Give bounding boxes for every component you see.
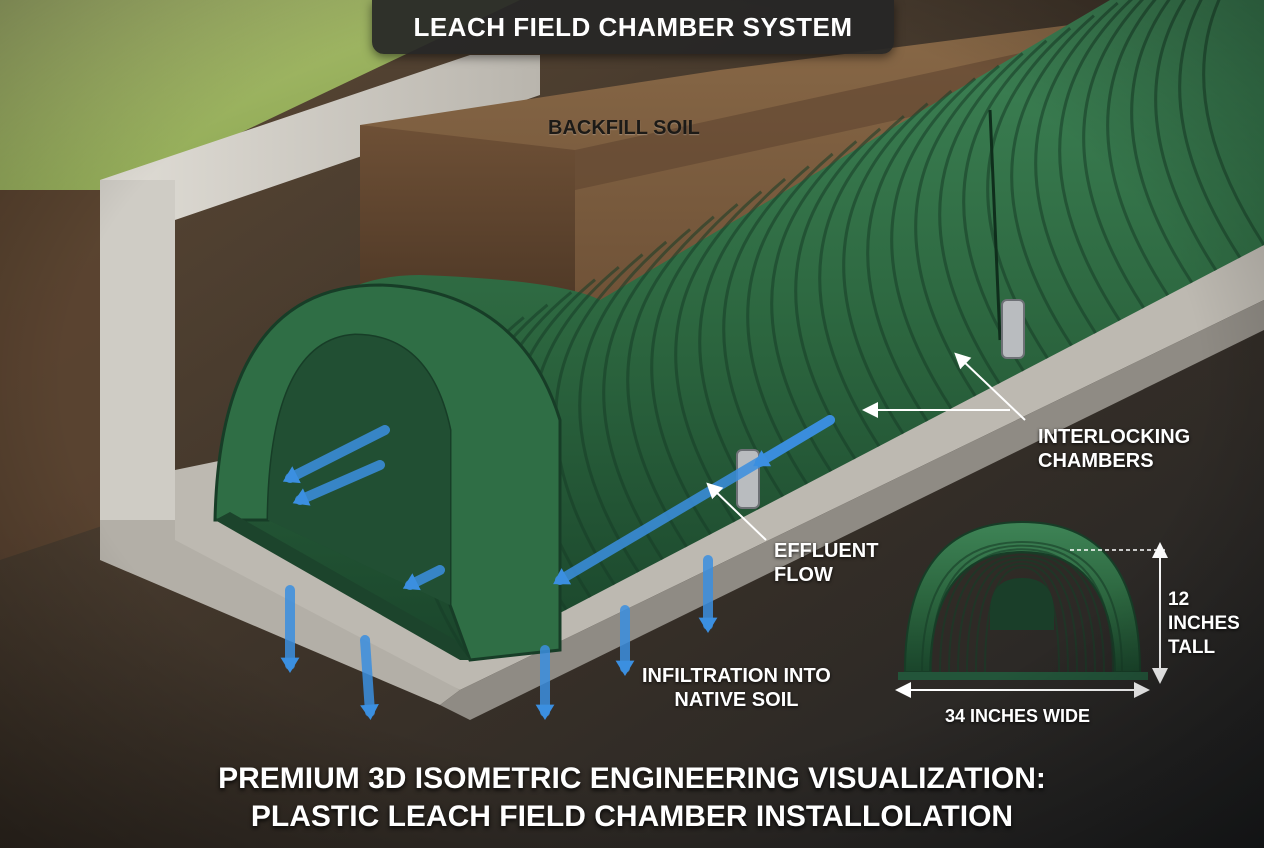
label-interlocking-line1: INTERLOCKING <box>1038 426 1191 448</box>
label-infiltration-line2: NATIVE SOIL <box>674 689 799 711</box>
caption-line2: PLASTIC LEACH FIELD CHAMBER INSTALLOLATI… <box>250 800 1014 833</box>
label-effluent-flow: EFFLUENT FLOW <box>774 539 878 587</box>
label-effluent-line2: FLOW <box>774 564 833 586</box>
label-chamber-width: 34 INCHES WIDE <box>945 706 1091 726</box>
label-infiltration-line1: INFILTRATION INTO <box>642 665 831 687</box>
caption-line1: PREMIUM 3D ISOMETRIC ENGINEERING VISUALI… <box>218 762 1046 795</box>
title-banner: LEACH FIELD CHAMBER SYSTEM <box>372 0 894 54</box>
label-infiltration: INFILTRATION INTO NATIVE SOIL <box>642 664 831 712</box>
label-interlocking-line2: CHAMBERS <box>1038 450 1154 472</box>
label-height-line2: INCHES <box>1168 613 1240 634</box>
label-height-line3: TALL <box>1168 637 1216 658</box>
page-title: LEACH FIELD CHAMBER SYSTEM <box>413 11 853 42</box>
caption: PREMIUM 3D ISOMETRIC ENGINEERING VISUALI… <box>0 760 1264 836</box>
label-backfill-soil: BACKFILL SOIL <box>548 117 700 139</box>
label-chamber-height: 12 INCHES TALL <box>1168 588 1240 660</box>
label-effluent-line1: EFFLUENT <box>774 540 879 562</box>
label-height-line1: 12 <box>1168 589 1190 610</box>
label-interlocking-chambers: INTERLOCKING CHAMBERS <box>1038 425 1190 473</box>
